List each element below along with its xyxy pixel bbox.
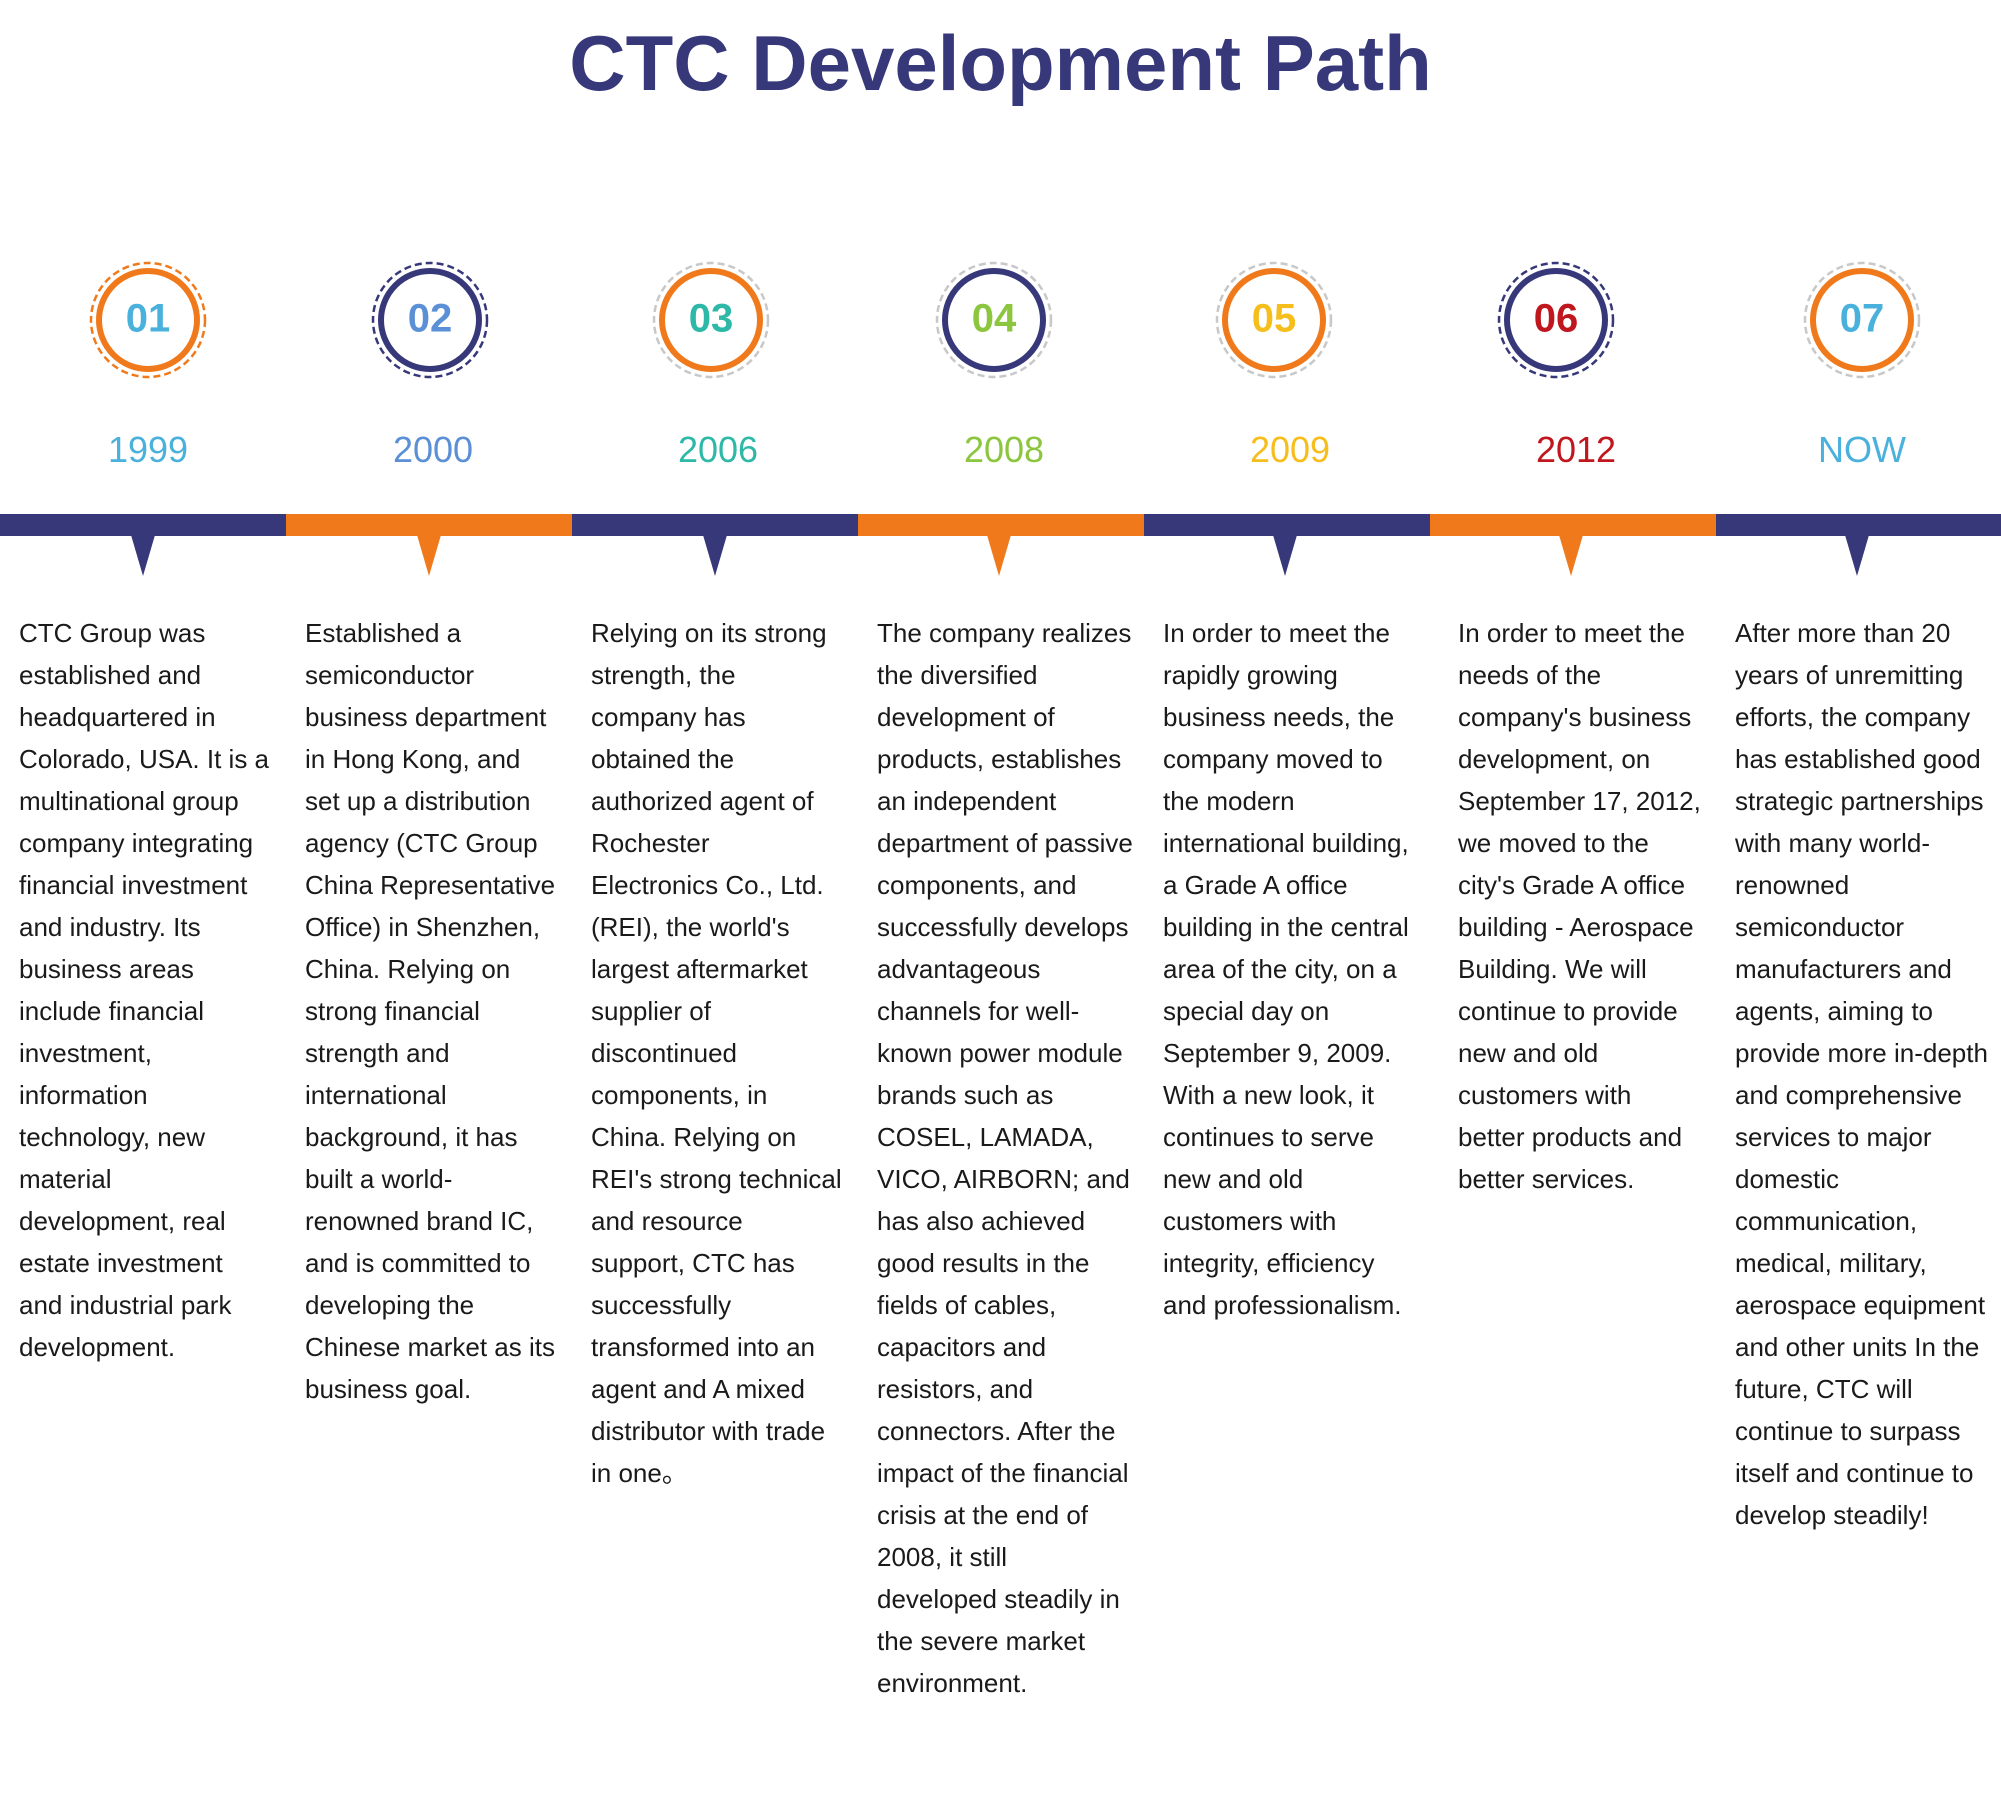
timeline-pointer (417, 535, 441, 576)
timeline-pointer (131, 535, 155, 576)
timeline-segment (286, 514, 572, 536)
milestone-number: 01 (126, 297, 171, 341)
milestone-description: Relying on its strong strength, the comp… (591, 618, 842, 1488)
page-title: CTC Development Path (569, 19, 1432, 107)
timeline-pointer (1559, 535, 1583, 576)
milestone-description: CTC Group was established and headquarte… (19, 618, 269, 1362)
milestone-number: 04 (972, 297, 1017, 341)
milestone-year: 2006 (677, 429, 759, 470)
timeline-pointer (703, 535, 727, 576)
milestone-badge-1: 01 (88, 260, 208, 380)
milestone-description: The company realizes the diversified dev… (877, 618, 1133, 1698)
milestone-badge-6: 06 (1496, 260, 1616, 380)
milestone-badge-5: 05 (1214, 260, 1334, 380)
milestone-description: After more than 20 years of unremitting … (1735, 618, 1988, 1530)
milestone-badge-3: 03 (651, 260, 771, 380)
milestone-badge-2: 02 (370, 260, 490, 380)
milestone-description: In order to meet the rapidly growing bus… (1163, 618, 1409, 1320)
timeline-segment (0, 514, 286, 536)
timeline-segment (1144, 514, 1430, 536)
milestone-year: 2008 (963, 429, 1045, 470)
milestone-number: 02 (408, 297, 453, 341)
timeline-pointer (987, 535, 1011, 576)
timeline-segment (572, 514, 858, 536)
milestone-description: In order to meet the needs of the compan… (1458, 618, 1701, 1194)
timeline-segment (1430, 514, 1716, 536)
timeline-segment (858, 514, 1144, 536)
milestone-badge-4: 04 (934, 260, 1054, 380)
milestone-number: 03 (689, 297, 734, 341)
milestone-number: 05 (1252, 297, 1297, 341)
milestone-year: 1999 (107, 429, 189, 470)
milestone-year: 2000 (392, 429, 474, 470)
milestone-badge-7: 07 (1802, 260, 1922, 380)
milestone-year: 2009 (1249, 429, 1331, 470)
timeline-pointer (1845, 535, 1869, 576)
milestone-number: 06 (1534, 297, 1579, 341)
timeline-pointer (1273, 535, 1297, 576)
milestone-number: 07 (1840, 297, 1885, 341)
milestone-description: Established a semiconductor business dep… (305, 618, 556, 1404)
timeline-segment (1716, 514, 2001, 536)
milestone-year: 2012 (1535, 429, 1617, 470)
milestone-year: NOW (1818, 429, 1906, 470)
